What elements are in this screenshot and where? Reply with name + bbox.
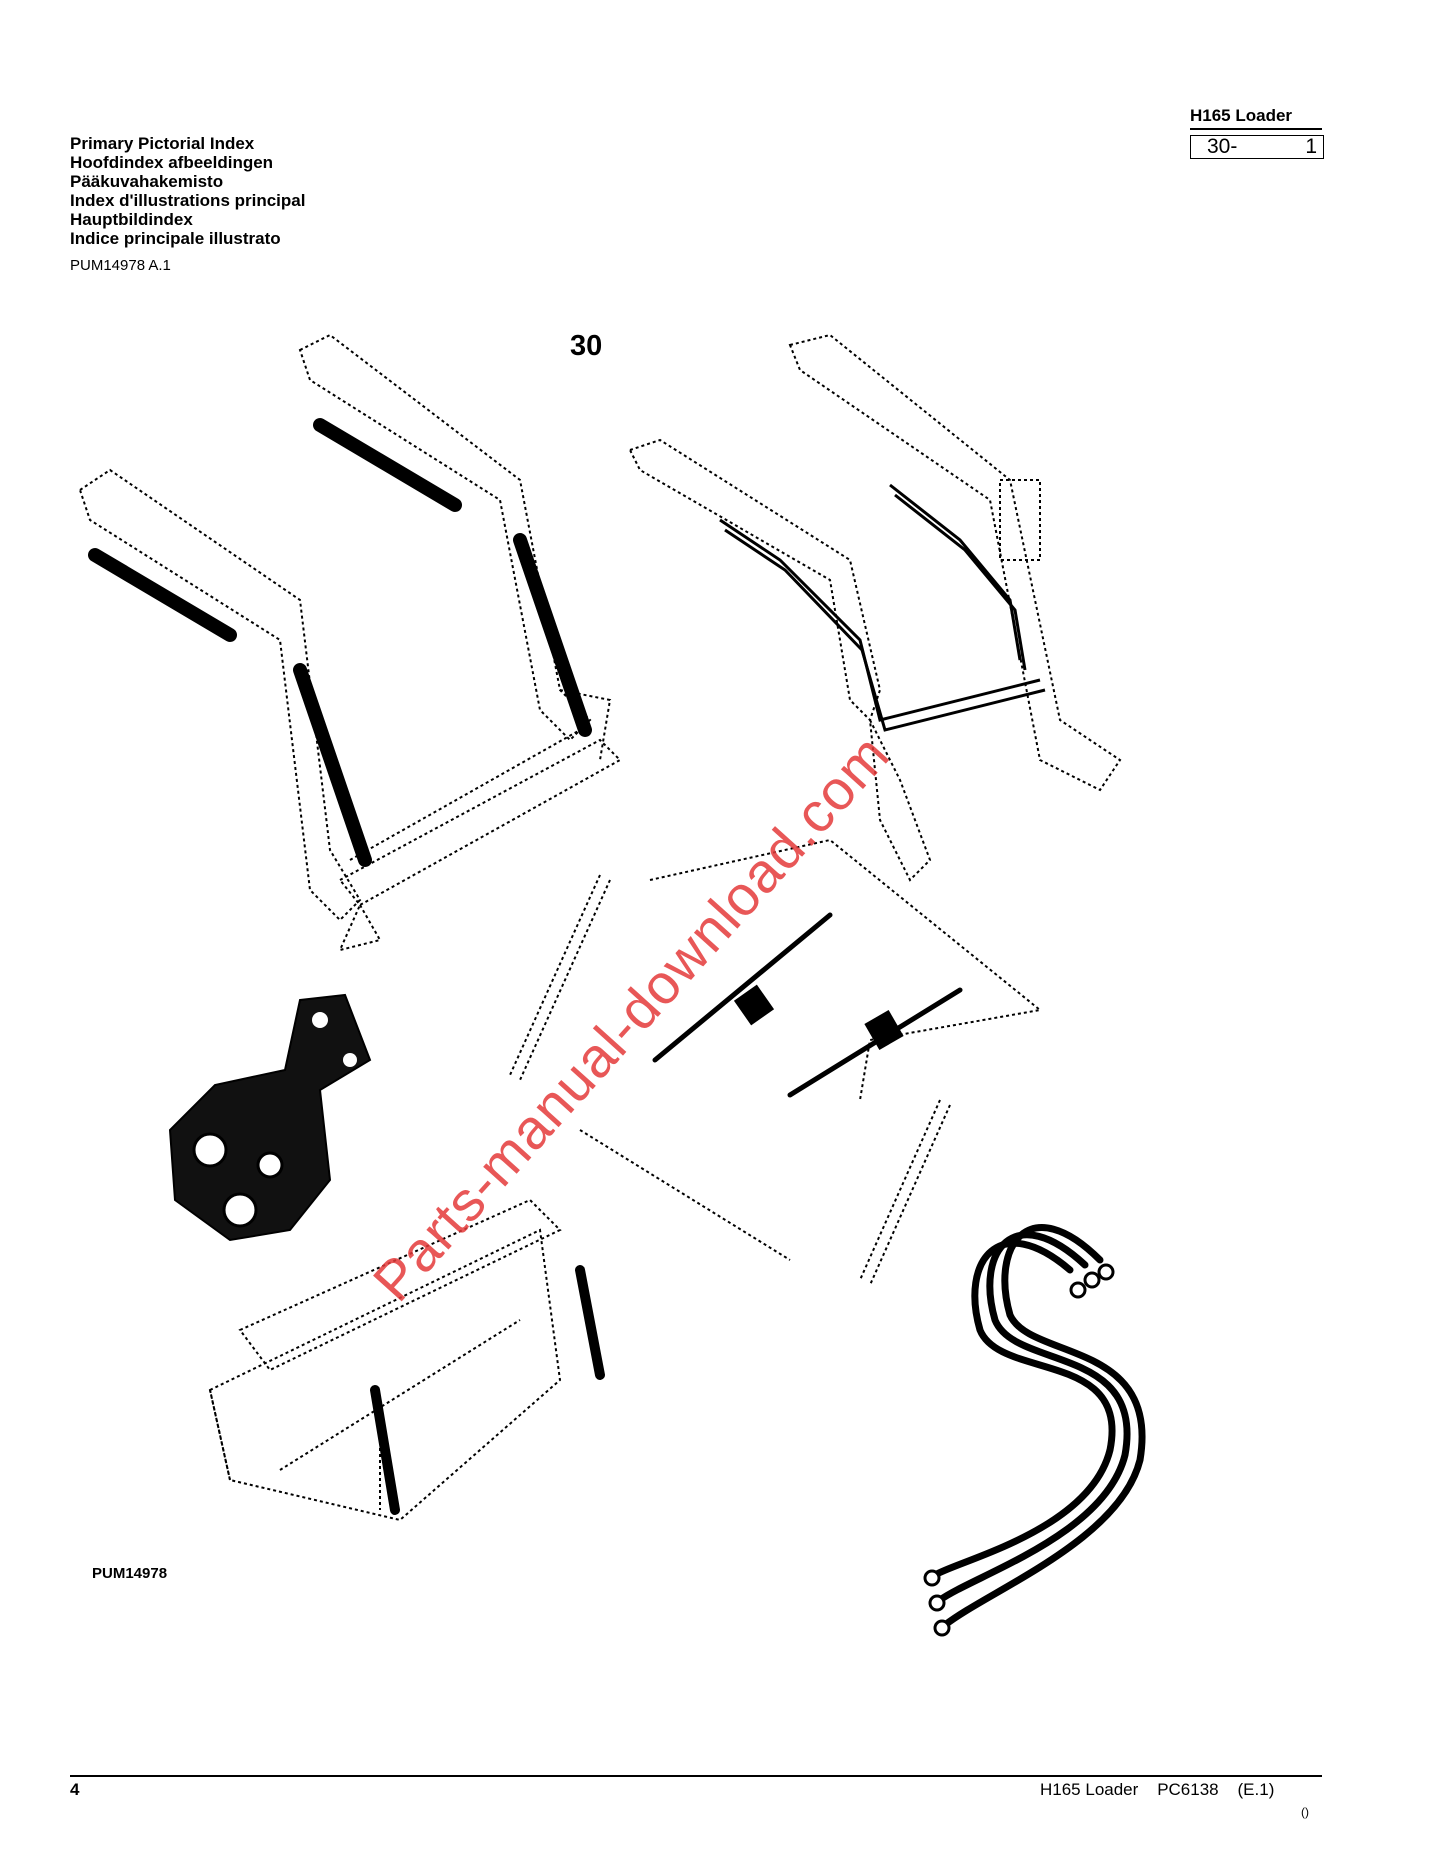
control-valve-illustration xyxy=(168,993,372,1242)
figure-code-bottom: PUM14978 xyxy=(92,1565,168,1582)
steel-tube-pairs xyxy=(652,912,963,1098)
title-french: Index d'illustrations principal xyxy=(70,191,306,210)
tube-clamps xyxy=(733,984,904,1050)
loader-hydraulic-lines-illustration xyxy=(628,333,1122,882)
hose-fittings xyxy=(923,1263,1115,1637)
title-finnish: Pääkuvahakemisto xyxy=(70,172,224,191)
title-german: Hauptbildindex xyxy=(70,210,193,229)
figure-code-top: PUM14978 A.1 xyxy=(70,257,171,274)
loader-frame-cylinders-illustration xyxy=(78,333,622,952)
title-italian: Indice principale illustrato xyxy=(70,229,281,248)
footer-page-number: 4 xyxy=(70,1780,80,1799)
title-english: Primary Pictorial Index xyxy=(70,134,255,153)
title-dutch: Hoofdindex afbeeldingen xyxy=(70,153,274,172)
figure-group-number: 30 xyxy=(570,330,603,362)
footer-divider xyxy=(70,1775,1322,1777)
footer-document-info: H165 Loader PC6138 (E.1) xyxy=(1040,1780,1275,1799)
bucket-cylinders xyxy=(370,1265,605,1515)
section-page-number: 1 xyxy=(1305,135,1317,158)
section-page-box: 30- 1 xyxy=(1190,135,1324,159)
loader-cylinders xyxy=(88,418,592,867)
steel-tubes-illustration xyxy=(509,838,1043,1286)
document-model-header: H165 Loader xyxy=(1190,106,1322,130)
footer-paren: () xyxy=(1301,1805,1309,1819)
hydraulic-tube-bundle xyxy=(719,483,1046,732)
index-titles: Primary Pictorial Index Hoofdindex afbee… xyxy=(70,134,305,248)
section-number: 30- xyxy=(1207,135,1238,158)
hydraulic-hoses-illustration xyxy=(931,1224,1146,1629)
